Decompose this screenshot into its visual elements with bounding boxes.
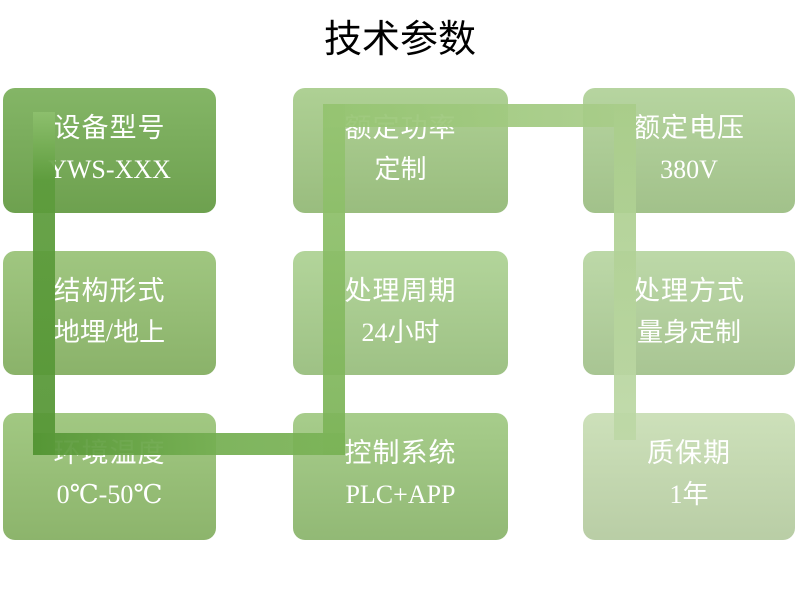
box-value: 1年 [669,480,709,509]
box-value: 0℃-50℃ [56,480,163,509]
connector-segment-col1-down [33,112,55,455]
box-label: 设备型号 [53,113,166,143]
box-label: 处理方式 [633,276,745,306]
connector-segment-bottom-right [33,433,345,455]
page-title: 技术参数 [323,19,476,61]
box-label: 处理周期 [344,276,457,306]
box-value: 地埋/地上 [53,318,166,347]
box-label: 质保期 [647,438,731,468]
box-value: PLC+APP [345,480,456,509]
connector-segment-col2-up [323,104,345,455]
box-label: 额定电压 [633,113,745,143]
box-device-model: 设备型号 YWS-XXX [3,88,216,213]
box-value: YWS-XXX [48,155,171,184]
box-value: 定制 [374,155,427,184]
box-value: 量身定制 [636,318,741,347]
box-label: 结构形式 [53,276,166,306]
box-value: 380V [660,155,718,184]
connector-segment-col3-down [614,104,636,440]
box-value: 24小时 [361,318,440,347]
box-label: 控制系统 [344,438,457,468]
connector-segment-top-right [323,104,636,127]
